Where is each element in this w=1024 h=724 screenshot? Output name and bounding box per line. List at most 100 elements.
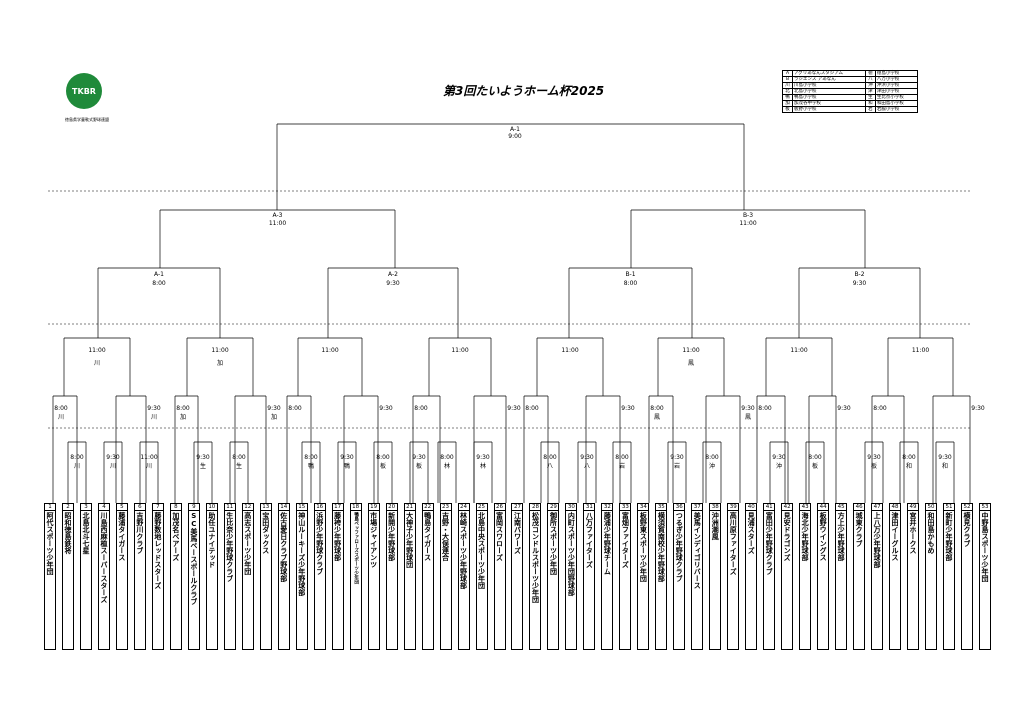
team-number: 25 (476, 504, 487, 511)
team-name: 城東クラブ (855, 512, 864, 547)
team-number: 29 (548, 504, 559, 511)
team-name: SC美馬ベースボールクラブ (189, 512, 198, 605)
team-name: 御所スポーツ少年団 (549, 512, 558, 575)
federation-logo: TKBR (66, 73, 102, 109)
match-code: A-2 (388, 271, 398, 278)
match-time: 8:00 (176, 405, 190, 412)
team-number: 53 (979, 504, 990, 511)
team-name: 横須賀南校少年野球部 (657, 512, 666, 582)
team-number: 47 (872, 504, 883, 511)
match-time: 11:00 (269, 220, 286, 227)
match-time: 9:30 (507, 405, 521, 412)
match-venue: 川 (151, 414, 157, 421)
match-time: 11:00 (211, 347, 228, 354)
team-name: 宝田ダックス (261, 512, 270, 554)
match-venue: 加 (271, 413, 277, 421)
match-time: 9:30 (147, 405, 161, 412)
team-number: 44 (818, 504, 829, 511)
team-number: 8 (170, 504, 181, 511)
team-number: 27 (512, 504, 523, 511)
team-number: 17 (332, 504, 343, 511)
team-number: 16 (314, 504, 325, 511)
match-time: 11:00 (790, 347, 807, 354)
team-name: 藤浦タイガース (117, 512, 126, 561)
match-time: 8:00 (873, 405, 887, 412)
team-number: 30 (566, 504, 577, 511)
team-name: 北島北斗七星 (81, 512, 90, 554)
team-name: 江南パワーズ (513, 512, 522, 554)
match-time: 11:00 (451, 347, 468, 354)
match-time: 11:00 (561, 347, 578, 354)
team-number: 2 (62, 504, 73, 511)
match-venue: 和 (942, 462, 948, 470)
match-time: 8:00 (902, 454, 916, 461)
team-name: 松茂コンドルスポーツ少年団 (531, 512, 540, 603)
match-time: 9:30 (853, 280, 867, 287)
match-code: B-1 (625, 271, 635, 278)
team-number: 31 (584, 504, 595, 511)
team-number: 35 (656, 504, 667, 511)
match-venue: 鴨 (308, 462, 314, 470)
team-name: 佐古愛日クラブ野球部 (279, 512, 288, 582)
match-venue: 鴨 (344, 462, 350, 470)
match-venue: 加 (217, 359, 223, 367)
team-name: 見安ドラゴンズ (783, 512, 792, 561)
match-time: 8:00 (414, 405, 428, 412)
team-name: 沖洲潮風 (711, 512, 720, 540)
team-number: 49 (908, 504, 919, 511)
team-number: 46 (854, 504, 865, 511)
match-time: 9:30 (621, 405, 635, 412)
team-number: 7 (152, 504, 163, 511)
team-name: 高川原ファイターズ (729, 512, 738, 575)
match-venue: 加 (180, 413, 186, 421)
team-name: 吉野川クラブ (135, 512, 144, 554)
team-number: 5 (116, 504, 127, 511)
team-name: 助任ユナイテッド (207, 512, 216, 568)
match-time: 9:30 (741, 405, 755, 412)
legend-venue: 岩脇小学校 (874, 106, 919, 113)
match-venue: 八 (584, 463, 590, 470)
match-venue: 鳳 (654, 414, 660, 421)
team-number: 26 (494, 504, 505, 511)
team-name: 新町少年野球部 (945, 512, 953, 561)
match-time: 8:00 (304, 454, 318, 461)
match-time: 8:00 (624, 280, 638, 287)
match-code: A-1 (154, 271, 164, 278)
team-number: 28 (530, 504, 541, 511)
match-venue: 板 (812, 462, 818, 470)
match-time: 8:00 (288, 405, 302, 412)
team-number: 41 (764, 504, 775, 511)
match-venue: 林 (444, 462, 450, 470)
match-time: 9:30 (971, 405, 985, 412)
team-name: 内町スポーツ少年団野球部 (567, 512, 576, 596)
team-name: 海北少年野球部 (801, 512, 810, 561)
team-number: 3 (80, 504, 91, 511)
legend-row: 板板野小学校岩岩脇小学校 (782, 106, 919, 113)
match-time: 8:00 (440, 454, 454, 461)
match-time: 9:30 (386, 280, 400, 287)
match-time: 9:30 (340, 454, 354, 461)
team-number: 19 (368, 504, 379, 511)
team-number: 1 (45, 504, 55, 511)
team-number: 11 (224, 504, 235, 511)
match-venue: 板 (416, 462, 422, 470)
match-time: 9:30 (670, 454, 684, 461)
